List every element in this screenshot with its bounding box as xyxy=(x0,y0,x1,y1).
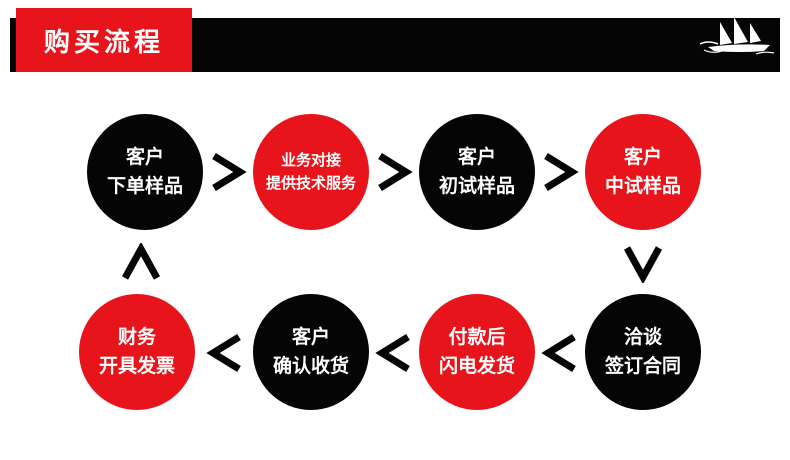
right-chevron-icon xyxy=(378,153,413,191)
right-chevron-icon xyxy=(212,153,247,191)
step-2-circle: 业务对接 提供技术服务 xyxy=(253,114,369,230)
step-5-line2: 签订合同 xyxy=(604,355,681,377)
step-7-circle: 客户 确认收货 xyxy=(253,294,369,410)
step-8-line1: 财务 xyxy=(117,325,156,348)
left-chevron-icon xyxy=(375,334,410,372)
step-6-line1: 付款后 xyxy=(448,325,506,348)
step-8-line2: 开具发票 xyxy=(98,355,175,377)
down-chevron-icon xyxy=(623,246,663,283)
step-1-line1: 客户 xyxy=(125,145,164,168)
step-6-line2: 闪电发货 xyxy=(438,355,515,377)
step-2-line1: 业务对接 xyxy=(280,150,341,169)
step-4-line1: 客户 xyxy=(623,145,662,168)
step-2-line2: 提供技术服务 xyxy=(265,174,356,192)
step-7-line2: 确认收货 xyxy=(272,355,349,377)
step-3-line1: 客户 xyxy=(457,145,496,168)
step-5-line1: 洽谈 xyxy=(623,325,662,348)
step-4-line2: 中试样品 xyxy=(604,175,681,197)
sailing-ship-icon xyxy=(699,17,775,55)
step-8-circle: 财务 开具发票 xyxy=(79,294,195,410)
step-4-circle: 客户 中试样品 xyxy=(585,114,701,230)
step-7-line1: 客户 xyxy=(291,325,330,348)
step-5-circle: 洽谈 签订合同 xyxy=(585,294,701,410)
step-3-line2: 初试样品 xyxy=(438,175,515,197)
step-1-line2: 下单样品 xyxy=(106,175,183,197)
step-1-circle: 客户 下单样品 xyxy=(87,114,203,230)
up-chevron-icon xyxy=(121,243,161,280)
left-chevron-icon xyxy=(206,334,241,372)
right-chevron-icon xyxy=(544,153,579,191)
left-chevron-icon xyxy=(541,334,576,372)
page-title: 购买流程 xyxy=(16,8,192,72)
step-3-circle: 客户 初试样品 xyxy=(419,114,535,230)
step-6-circle: 付款后 闪电发货 xyxy=(419,294,535,410)
